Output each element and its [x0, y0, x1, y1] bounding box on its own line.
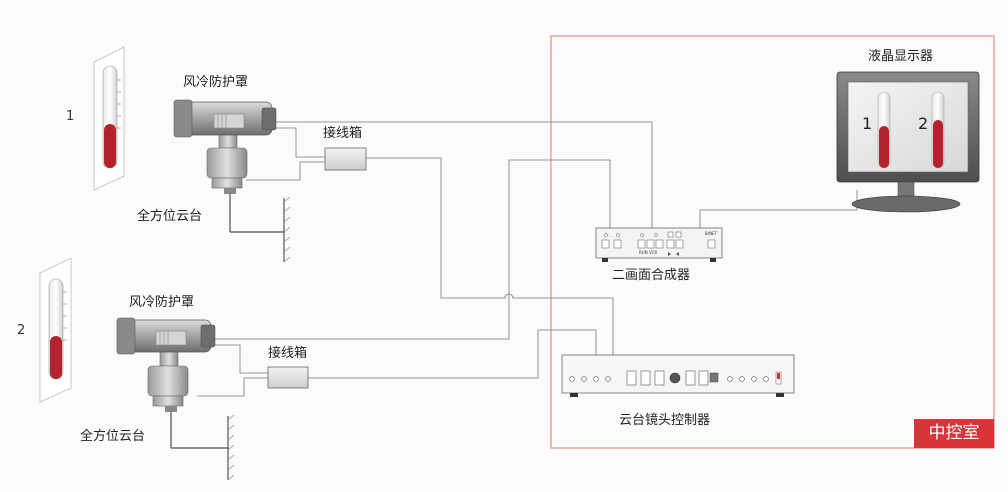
controller-label: 云台镜头控制器 [619, 413, 711, 428]
combiner-bnet-label: B/NET [705, 231, 718, 236]
ptz-bottom-label: 全方位云台 [80, 429, 146, 444]
lcd-monitor [836, 71, 980, 213]
control-room-border [550, 35, 995, 449]
wire-hood2-junction [213, 344, 268, 374]
junction-top-label: 接线箱 [323, 126, 363, 141]
wire-lcd-combiner [699, 190, 858, 232]
lcd-label: 液晶显示器 [868, 49, 934, 64]
wire-combiner-hood2 [213, 159, 611, 340]
wire-hood1-combiner [276, 121, 653, 232]
gauge-1 [93, 46, 125, 191]
wire-junction2-ptz [197, 377, 268, 397]
combiner-label: 二画面合成器 [612, 268, 691, 283]
junction-box-2 [267, 366, 309, 389]
wire-junction2-controller [308, 329, 597, 379]
camera-2 [116, 317, 235, 481]
combiner-run-vcr-label: RUN VCR [639, 250, 658, 255]
camera-1 [173, 99, 291, 263]
wiring [197, 121, 858, 397]
wire-junction1-ptz [246, 161, 325, 181]
hood-bottom-label: 风冷防护罩 [129, 295, 195, 310]
gauge-2 [39, 257, 72, 403]
control-room-tag: 中控室 [914, 419, 994, 448]
combiner-device: RUN VCR B/NET [595, 227, 723, 262]
controller-device [561, 354, 795, 397]
junction-bottom-label: 接线箱 [268, 346, 308, 361]
junction-box-1 [324, 147, 367, 171]
ptz-top-label: 全方位云台 [137, 209, 203, 224]
wire-hood1-junction [276, 127, 325, 158]
gauge-1-number: 1 [66, 109, 75, 124]
gauge-2-number: 2 [17, 323, 26, 338]
wire-junction1-controller [366, 157, 614, 356]
screen-number-1: 1 [862, 114, 873, 133]
hood-top-label: 风冷防护罩 [183, 75, 249, 90]
screen-number-2: 2 [918, 114, 929, 133]
